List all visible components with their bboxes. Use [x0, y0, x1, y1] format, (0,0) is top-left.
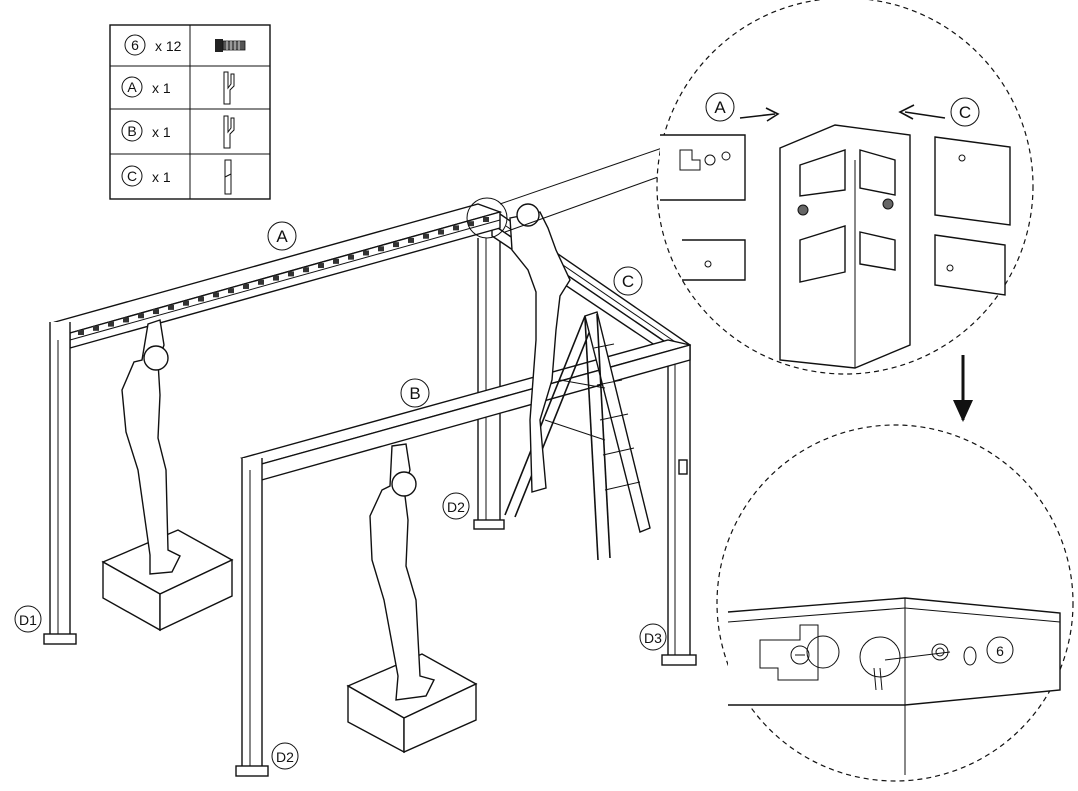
label-post-d1: D1 — [14, 605, 42, 633]
beam-slot — [168, 304, 174, 310]
beam-slot — [468, 221, 474, 227]
beam-slot — [333, 258, 339, 264]
post-d2-back — [473, 238, 505, 530]
beam-slot — [93, 325, 99, 331]
callout-line-top — [499, 145, 669, 205]
bracket-b-icon — [223, 115, 235, 149]
svg-text:B: B — [409, 384, 420, 403]
detail-label-c: C — [950, 97, 980, 127]
arrow-down-head — [953, 400, 973, 422]
svg-text:C: C — [959, 103, 971, 122]
part-id: B — [127, 123, 136, 139]
part-qty: x 1 — [152, 80, 171, 96]
beam-slot — [183, 300, 189, 306]
svg-text:C: C — [622, 272, 634, 291]
post-d3 — [661, 345, 697, 666]
svg-text:D1: D1 — [19, 612, 37, 628]
callout-line-bottom — [504, 171, 673, 233]
beam-slot — [303, 267, 309, 273]
beam-slot — [393, 242, 399, 248]
beam-slot — [243, 283, 249, 289]
parts-row-bolt: 6 x 12 — [124, 34, 246, 56]
beam-a-slots — [78, 217, 489, 335]
beam-slot — [348, 254, 354, 260]
beam-slot — [228, 288, 234, 294]
bolt-icon — [215, 39, 246, 52]
part-qty: x 1 — [152, 169, 171, 185]
svg-text:D3: D3 — [644, 630, 662, 646]
parts-table: 6 x 12 A x 1 B x 1 — [109, 24, 271, 200]
part-id: C — [127, 168, 137, 184]
callout-circle — [466, 197, 508, 239]
label-beam-b: B — [400, 378, 430, 408]
detail-bottom: 6 — [716, 424, 1074, 782]
arrow-right-icon — [739, 107, 780, 122]
beam-slot — [153, 309, 159, 315]
beam-slot — [423, 233, 429, 239]
svg-text:A: A — [714, 98, 726, 117]
detail-top: A C — [656, 0, 1034, 375]
part-qty: x 12 — [155, 38, 182, 54]
svg-text:D2: D2 — [447, 499, 465, 515]
parts-row-c: C x 1 — [121, 159, 232, 195]
beam-slot — [288, 271, 294, 277]
bracket-c-icon — [224, 159, 232, 195]
label-post-d2-back: D2 — [442, 492, 470, 520]
beam-slot — [438, 229, 444, 235]
label-post-d2-front: D2 — [271, 742, 299, 770]
part-id: 6 — [131, 37, 139, 53]
beam-slot — [318, 263, 324, 269]
label-post-d3: D3 — [639, 623, 667, 651]
beam-slot — [363, 250, 369, 256]
detail-label-bolt: 6 — [986, 636, 1014, 664]
svg-text:A: A — [276, 227, 288, 246]
beam-slot — [123, 317, 129, 323]
label-beam-c: C — [613, 266, 643, 296]
person-ladder — [509, 203, 571, 493]
label-beam-a: A — [267, 221, 297, 251]
ladder — [504, 311, 651, 561]
parts-row-a: A x 1 — [121, 71, 235, 105]
beam-slot — [258, 279, 264, 285]
part-id: A — [127, 79, 137, 95]
pergola-frame — [43, 203, 697, 777]
detail-label-a: A — [705, 92, 735, 122]
beam-slot — [453, 225, 459, 231]
person-front — [369, 443, 436, 701]
parts-row-b: B x 1 — [121, 115, 235, 149]
detail-corner-joint — [727, 597, 1061, 775]
beam-slot — [198, 296, 204, 302]
detail-beam-end-c — [934, 136, 1011, 296]
beam-slot — [138, 313, 144, 319]
beam-slot — [273, 275, 279, 281]
beam-slot — [108, 321, 114, 327]
person-left — [121, 319, 181, 575]
beam-slot — [78, 330, 84, 335]
svg-text:6: 6 — [996, 643, 1004, 659]
bracket-a-icon — [223, 71, 235, 105]
detail-beam-end-a — [660, 134, 746, 281]
beam-slot — [408, 237, 414, 243]
beam-slot — [378, 246, 384, 252]
part-qty: x 1 — [152, 124, 171, 140]
detail-post — [779, 124, 911, 369]
svg-text:D2: D2 — [276, 749, 294, 765]
beam-slot — [213, 292, 219, 298]
beam-slot — [483, 217, 489, 222]
arrow-left-icon — [898, 104, 946, 120]
post-d2-front — [235, 458, 269, 777]
post-d1 — [43, 322, 77, 645]
